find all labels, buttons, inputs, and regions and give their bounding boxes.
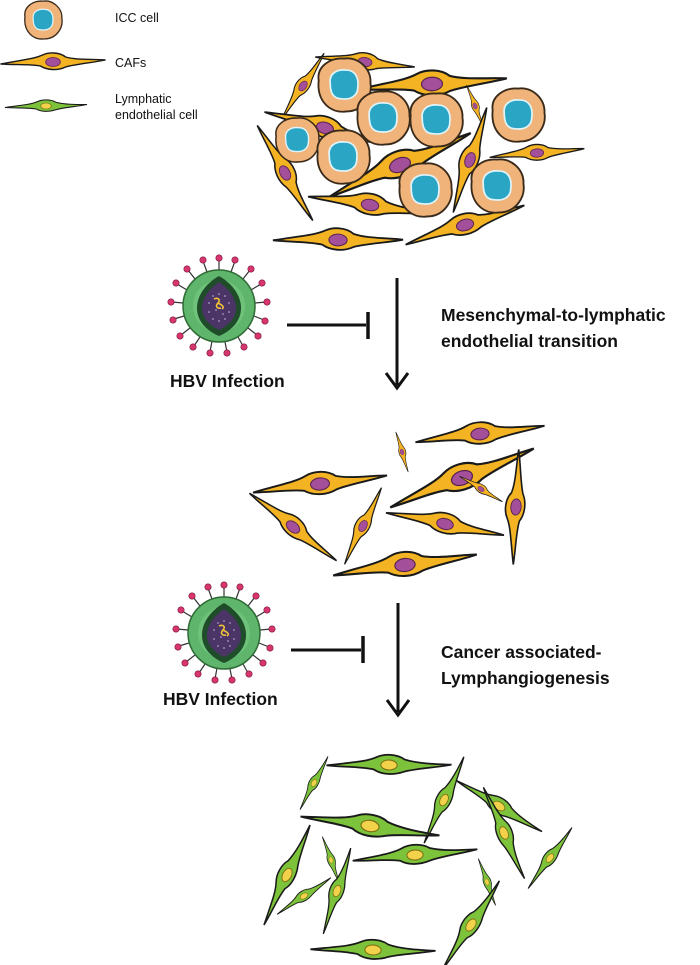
hbv-virus-icon-2 (172, 580, 277, 685)
caf-cluster (244, 415, 547, 585)
legend-caf-cell-icon (0, 52, 107, 71)
inhibition-symbol (287, 312, 370, 339)
lymphatic-vessel-cluster (253, 751, 578, 965)
inhibition-symbol-2 (291, 636, 365, 663)
process-label-line1: Mesenchymal-to-lymphatic (441, 305, 666, 325)
legend-label-cafs: CAFs (115, 56, 147, 70)
down-arrow-2 (385, 603, 411, 718)
legend-lymphatic-endothelial-cell-icon (4, 99, 88, 112)
legend-icc-cell-icon (24, 0, 63, 40)
process-label-2-line1: Cancer associated- (441, 642, 602, 662)
process-label-line2: endothelial transition (441, 331, 618, 351)
legend-label-lymphatic-line2: endothelial cell (115, 108, 198, 122)
legend-label-lymphatic-line1: Lymphatic (115, 92, 172, 106)
hbv-virus-icon (167, 254, 272, 358)
process-label-2-line2: Lymphangiogenesis (441, 668, 610, 688)
down-arrow (384, 278, 410, 391)
hbv-infection-label-2: HBV Infection (163, 689, 278, 709)
legend-label-icc-cell: ICC cell (115, 11, 159, 25)
tumor-cluster-icc-and-cafs (251, 45, 586, 253)
hbv-infection-label: HBV Infection (170, 371, 285, 391)
